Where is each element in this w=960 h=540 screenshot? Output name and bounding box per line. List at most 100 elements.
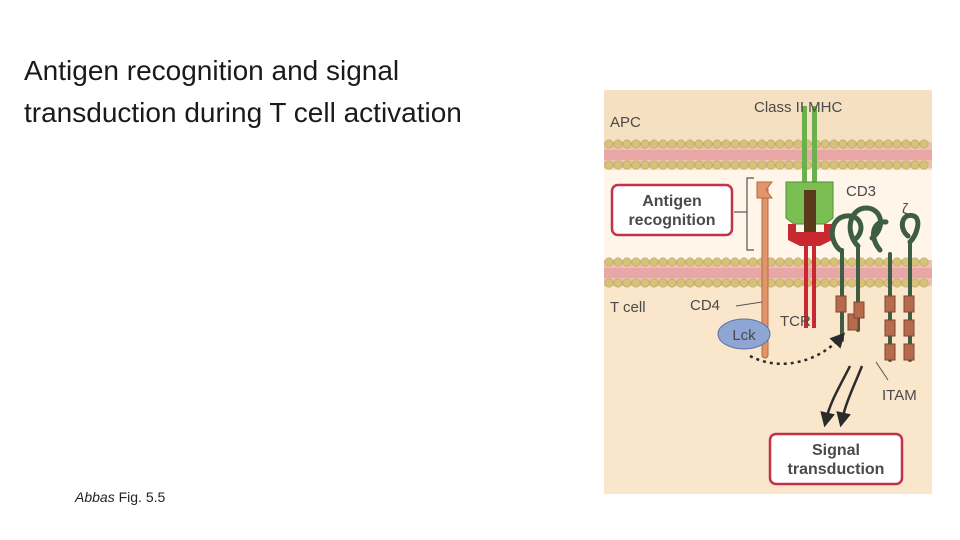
antigen-box-line-2: recognition <box>628 212 715 229</box>
membrane-bead <box>793 160 803 170</box>
membrane-bead <box>775 278 785 288</box>
membrane-bead <box>685 139 695 149</box>
membrane-bead <box>892 139 902 149</box>
membrane-bead <box>613 139 623 149</box>
slide-title-line-2: transduction during T cell activation <box>24 97 462 128</box>
antigen-recognition-box: Antigen recognition <box>610 183 734 237</box>
membrane-bead <box>838 160 848 170</box>
membrane-bead <box>694 139 704 149</box>
membrane-bead <box>721 278 731 288</box>
membrane-bead <box>649 278 659 288</box>
membrane-bead <box>892 160 902 170</box>
membrane-bead <box>667 257 677 267</box>
membrane-bead <box>739 257 749 267</box>
membrane-bead <box>703 278 713 288</box>
membrane-bead <box>919 139 929 149</box>
membrane-bead <box>730 160 740 170</box>
membrane-bead <box>658 278 668 288</box>
membrane-bead <box>739 160 749 170</box>
membrane-bead <box>694 257 704 267</box>
membrane-bead <box>865 160 875 170</box>
membrane-bead <box>874 278 884 288</box>
membrane-bead <box>658 257 668 267</box>
membrane-bead <box>712 139 722 149</box>
membrane-bead <box>865 278 875 288</box>
membrane-bead <box>775 139 785 149</box>
membrane-bead <box>856 160 866 170</box>
membrane-bead <box>919 257 929 267</box>
membrane-bead <box>622 160 632 170</box>
slide-title: Antigen recognition and signal transduct… <box>24 50 584 134</box>
membrane-bead <box>793 278 803 288</box>
membrane-bead <box>685 278 695 288</box>
recognition-bracket <box>746 177 754 251</box>
membrane-bead <box>892 278 902 288</box>
membrane-bead <box>604 278 614 288</box>
membrane-bead <box>838 139 848 149</box>
membrane-bead <box>721 160 731 170</box>
membrane-bead <box>721 139 731 149</box>
membrane-bead <box>730 278 740 288</box>
membrane-bead <box>667 278 677 288</box>
citation-author: Abbas <box>75 489 115 505</box>
label-tcr: TCR <box>780 313 811 330</box>
cd4-leader-line <box>735 301 763 307</box>
membrane-bead <box>874 160 884 170</box>
signal-arrow-right <box>836 365 864 428</box>
membrane-bead <box>865 257 875 267</box>
antigen-peptide <box>804 190 816 232</box>
membrane-bead <box>649 257 659 267</box>
membrane-bead <box>622 278 632 288</box>
t-cell-activation-figure: Lck APC Class II MHC CD3 ζ T cell CD4 TC… <box>604 90 932 494</box>
membrane-bead <box>829 257 839 267</box>
membrane-bead <box>784 160 794 170</box>
membrane-bead <box>712 278 722 288</box>
membrane-bead <box>658 160 668 170</box>
label-itam: ITAM <box>882 387 917 404</box>
apc-membrane <box>604 139 932 170</box>
slide-title-line-1: Antigen recognition and signal <box>24 55 400 86</box>
label-class-ii-mhc: Class II MHC <box>754 99 843 116</box>
membrane-bead <box>820 139 830 149</box>
membrane-bead <box>667 139 677 149</box>
membrane-bead <box>622 139 632 149</box>
membrane-bead <box>739 139 749 149</box>
membrane-bead <box>820 160 830 170</box>
membrane-bead <box>856 139 866 149</box>
membrane-bead <box>874 257 884 267</box>
membrane-bead <box>910 257 920 267</box>
membrane-bead <box>910 139 920 149</box>
membrane-bead <box>613 160 623 170</box>
membrane-bead <box>676 139 686 149</box>
membrane-bead <box>793 257 803 267</box>
membrane-bead <box>820 278 830 288</box>
membrane-bead <box>649 139 659 149</box>
label-zeta: ζ <box>902 201 909 218</box>
signal-box-line-2: transduction <box>788 461 885 478</box>
membrane-bead <box>712 160 722 170</box>
membrane-bead <box>703 160 713 170</box>
membrane-bead <box>748 139 758 149</box>
apc-membrane-beads-inner <box>604 160 929 170</box>
membrane-bead <box>910 278 920 288</box>
label-cd4: CD4 <box>690 297 720 314</box>
citation-figure-number: Fig. 5.5 <box>114 489 166 505</box>
membrane-bead <box>829 278 839 288</box>
membrane-bead <box>658 139 668 149</box>
membrane-bead <box>820 257 830 267</box>
membrane-bead <box>631 160 641 170</box>
membrane-bead <box>883 160 893 170</box>
itam-leader-line <box>875 361 889 381</box>
membrane-bead <box>829 139 839 149</box>
membrane-bead <box>730 139 740 149</box>
membrane-bead <box>703 257 713 267</box>
membrane-bead <box>676 257 686 267</box>
membrane-bead <box>694 160 704 170</box>
label-cd3: CD3 <box>846 183 876 200</box>
membrane-bead <box>748 160 758 170</box>
membrane-bead <box>784 278 794 288</box>
membrane-bead <box>874 139 884 149</box>
membrane-bead <box>667 160 677 170</box>
signal-arrow-left <box>820 365 852 428</box>
membrane-bead <box>775 257 785 267</box>
